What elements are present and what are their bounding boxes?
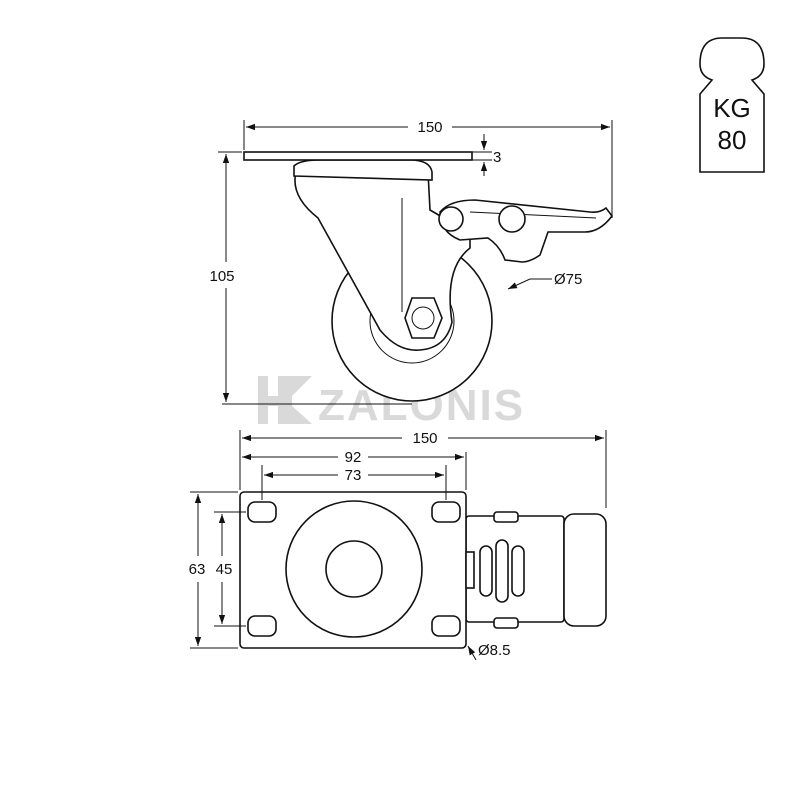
- axle-bolt: [411, 306, 435, 330]
- pedal-hinge: [493, 617, 519, 629]
- leader-line: [467, 645, 477, 661]
- load-badge: KG 80: [699, 37, 765, 173]
- mounting-hole: [431, 501, 461, 523]
- pedal-rib: [511, 545, 525, 597]
- top-dimensions: 150 92 73 63 45 Ø8.5: [189, 430, 607, 661]
- top-plate: [243, 151, 473, 161]
- dim-wheel-diameter: Ø75: [554, 271, 582, 288]
- mounting-hole: [431, 615, 461, 637]
- brake-lever-edge: [469, 211, 597, 219]
- leader-line: [507, 278, 531, 290]
- brake-pin: [498, 205, 526, 233]
- watermark-logo: [258, 376, 312, 424]
- pedal-rib: [495, 539, 509, 603]
- plate-tab: [465, 551, 475, 589]
- load-unit: KG: [713, 93, 751, 123]
- brake-lever: [439, 199, 614, 263]
- fork-bracket: [294, 171, 471, 351]
- dim-plate-depth: 63: [189, 561, 206, 578]
- pedal-hinge: [493, 511, 519, 523]
- axle-nut: [404, 297, 443, 339]
- brake-pivot: [438, 206, 464, 232]
- dim-side-width: 150: [417, 119, 442, 136]
- brake-pedal-tip: [563, 513, 607, 627]
- dim-plate-thickness: 3: [493, 149, 501, 166]
- weight-icon: [699, 37, 765, 173]
- swivel-center: [325, 540, 383, 598]
- mounting-hole: [247, 501, 277, 523]
- side-dimensions: 150 3 105 Ø75: [209, 119, 613, 402]
- dim-plate-width: 92: [345, 449, 362, 466]
- dim-hole-spacing-y: 45: [216, 561, 233, 578]
- top-view: [239, 491, 607, 649]
- load-value: 80: [718, 125, 747, 155]
- dim-top-width: 150: [412, 430, 437, 447]
- swivel-housing: [293, 159, 433, 181]
- pedal-rib: [479, 545, 493, 597]
- mounting-hole: [247, 615, 277, 637]
- dim-hole-spacing-x: 73: [345, 467, 362, 484]
- dim-hole-diameter: Ø8.5: [478, 642, 511, 659]
- side-view: [222, 151, 614, 405]
- dim-total-height: 105: [209, 268, 234, 285]
